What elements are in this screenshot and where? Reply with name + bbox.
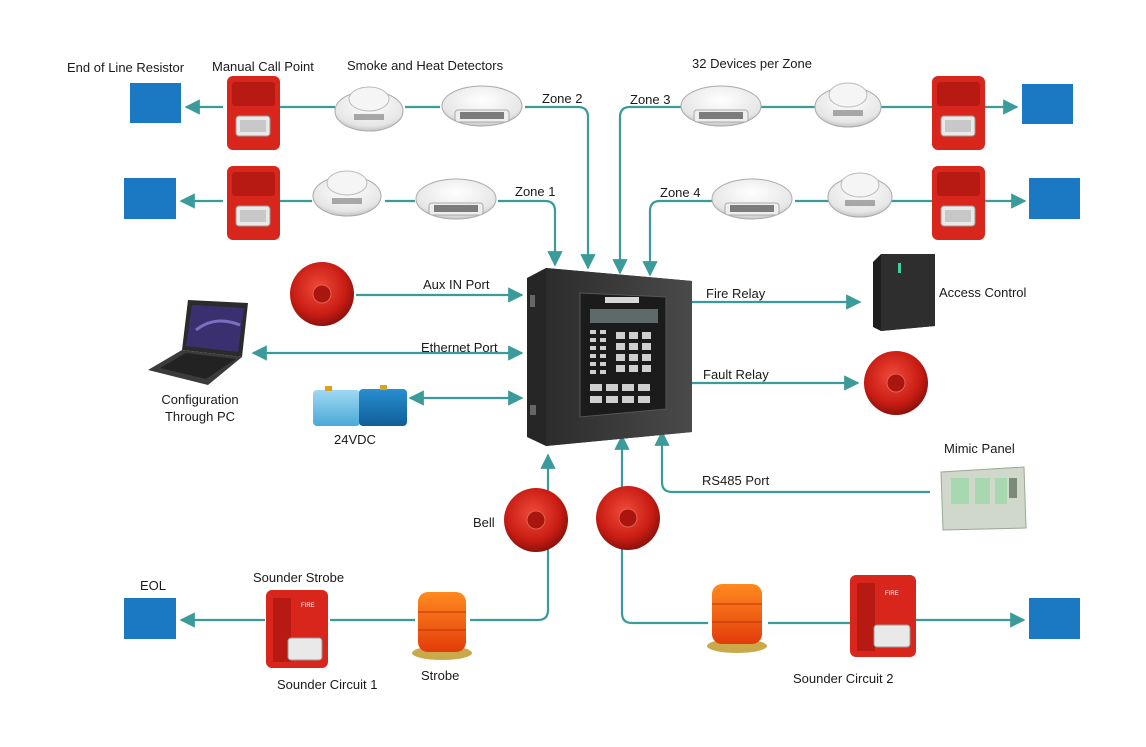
bell-icon-fault [864,351,928,415]
eol-box-sc1 [124,598,176,639]
eol-box-row1-left [130,83,181,123]
connector-lines [179,99,1027,628]
sounder-circuit-2-line [614,434,708,625]
mimic-panel-icon [940,466,1027,531]
end-of-line-resistor-label: End of Line Resistor [67,60,185,75]
zone1-label: Zone 1 [515,184,556,199]
heat-detector-r1-3 [680,85,762,127]
bell-icon-sc2 [596,486,660,550]
sounder-strobe-sc2: FIRE [850,575,916,657]
fire-relay-label: Fire Relay [706,286,766,301]
laptop-icon [148,300,248,385]
aux-in-port-label: Aux IN Port [423,277,490,292]
call-point-row1-right [932,76,985,150]
sounder-strobe-label: Sounder Strobe [253,570,345,585]
call-point-row1-left [227,76,280,150]
strobe-label: Strobe [421,668,460,683]
eol-box-row1-right [1022,84,1073,124]
sounder-strobe-sc1: FIRE [266,590,328,668]
zone2-label: Zone 2 [542,91,583,106]
manual-call-point-label: Manual Call Point [212,59,314,74]
bell-icon-sc1 [504,488,568,552]
heat-detector-r1-2 [441,85,523,127]
smoke-detector-r1-1 [334,86,404,132]
fire-alarm-control-panel [527,268,692,446]
configuration-label-line1: Configuration [161,392,239,407]
smoke-detector-r2-4 [827,172,893,218]
fault-relay-label: Fault Relay [703,367,769,382]
bell-label: Bell [473,515,495,530]
sc2-fire-text: FIRE [885,591,899,597]
smoke-heat-detectors-label: Smoke and Heat Detectors [347,58,504,73]
sounder-circuit-2-label: Sounder Circuit 2 [793,671,894,686]
strobe-icon-sc2 [707,584,767,653]
zone2-line [525,105,596,270]
zone3-line [612,105,683,275]
sounder-circuit-1-line [470,453,556,622]
heat-detector-r2-2 [415,178,497,220]
eol-box-row2-right [1029,178,1080,219]
access-control-icon [873,254,935,331]
heat-detector-r2-3 [711,178,793,220]
eol-label: EOL [140,578,167,593]
mimic-panel-label: Mimic Panel [944,441,1015,456]
zone1-line [498,199,563,267]
sc1-fire-text: FIRE [301,603,315,609]
sounder-circuit-1-label: Sounder Circuit 1 [277,677,378,692]
access-control-label: Access Control [939,285,1027,300]
rs485-line [654,430,930,494]
eol-box-sc2 [1029,598,1080,639]
devices-per-zone-label: 32 Devices per Zone [692,56,812,71]
dc-power-label: 24VDC [334,432,376,447]
rs485-port-label: RS485 Port [702,473,770,488]
bell-icon-aux [290,262,354,326]
configuration-label-line2: Through PC [164,409,236,424]
call-point-row2-left [227,166,280,240]
battery-icon [313,385,407,426]
zone4-label: Zone 4 [660,185,701,200]
smoke-detector-r1-4 [814,82,882,128]
call-point-row2-right [932,166,985,240]
eol-box-row2-left [124,178,176,219]
ethernet-port-label: Ethernet Port [421,340,498,355]
smoke-detector-r2-1 [312,170,382,217]
strobe-icon-sc1 [412,592,472,660]
zone4-line [642,199,712,277]
eol-resistors [124,83,1080,639]
zone3-label: Zone 3 [630,92,671,107]
